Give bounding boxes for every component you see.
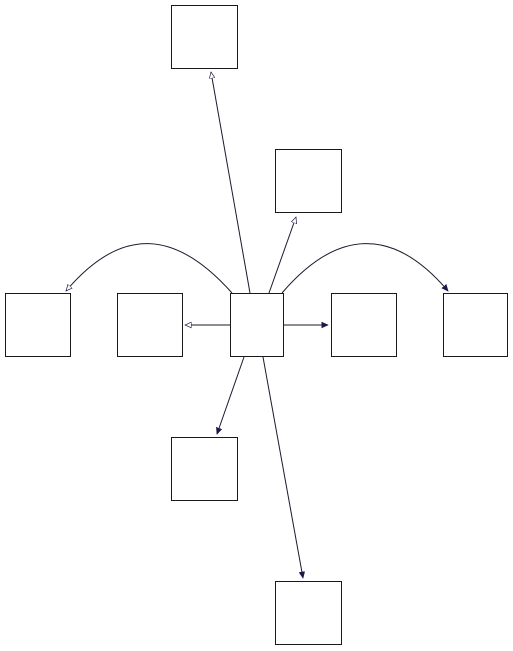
edge-center-to-far-left <box>66 243 233 294</box>
node-box-far-left <box>5 293 71 357</box>
edge-center-to-upper-right <box>268 217 296 294</box>
node-box-far-right <box>443 293 508 357</box>
node-right <box>331 293 397 357</box>
edges-layer <box>66 72 448 578</box>
node-upper-right <box>275 149 342 213</box>
edge-center-to-far-right <box>281 243 448 294</box>
node-box-top <box>171 5 238 69</box>
node-box-left <box>117 293 183 357</box>
node-box-center <box>230 293 284 357</box>
node-left <box>117 293 183 357</box>
edge-center-to-bottom <box>262 356 303 578</box>
node-center <box>230 293 284 357</box>
node-far-left <box>5 293 71 357</box>
nodes-layer <box>5 5 508 645</box>
node-box-upper-right <box>275 149 342 213</box>
node-lower-left <box>171 437 238 501</box>
node-top <box>171 5 238 69</box>
node-box-right <box>331 293 397 357</box>
node-box-bottom <box>275 581 342 645</box>
node-bottom <box>275 581 342 645</box>
edge-center-to-top <box>211 72 251 294</box>
node-box-lower-left <box>171 437 238 501</box>
edge-center-to-lower-left <box>217 356 245 434</box>
node-far-right <box>443 293 508 357</box>
